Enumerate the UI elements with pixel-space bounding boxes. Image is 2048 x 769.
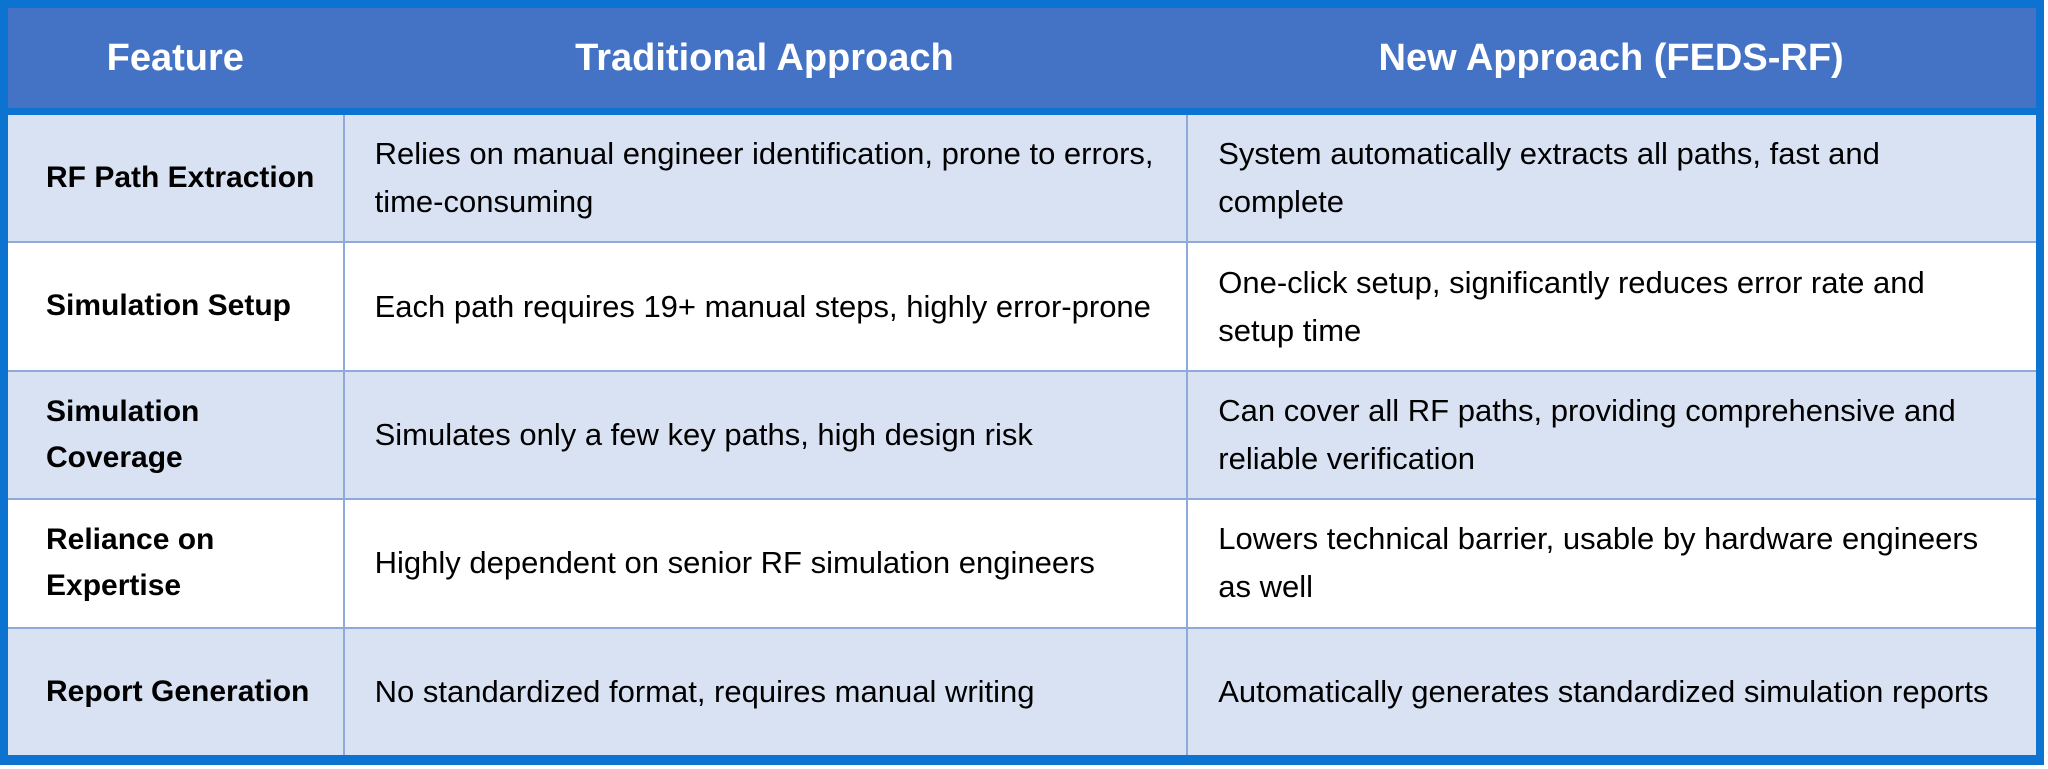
feature-label: Report Generation <box>46 674 310 708</box>
header-cell-new-approach: New Approach (FEDS-RF) <box>1186 8 2036 108</box>
table-row-rf-path-extraction: RF Path Extraction Relies on manual engi… <box>8 115 2036 242</box>
header-cell-feature: Feature <box>8 8 343 108</box>
table-row-simulation-setup: Simulation Setup Each path requires 19+ … <box>8 241 2036 370</box>
header-cell-traditional-approach: Traditional Approach <box>343 8 1187 108</box>
feature-cell: Reliance on Expertise <box>8 500 343 626</box>
table-header-row: Feature Traditional Approach New Approac… <box>8 8 2036 115</box>
traditional-cell: Highly dependent on senior RF simulation… <box>342 500 1187 627</box>
feature-label: Reliance on Expertise <box>46 522 215 603</box>
table-row-reliance-on-expertise: Reliance on Expertise Highly dependent o… <box>8 498 2036 627</box>
traditional-cell: No standardized format, requires manual … <box>342 628 1187 756</box>
traditional-text: Simulates only a few key paths, high des… <box>374 416 1033 452</box>
traditional-text: Each path requires 19+ manual steps, hig… <box>374 288 1151 324</box>
traditional-cell: Relies on manual engineer identification… <box>342 115 1187 242</box>
header-label-new-approach: New Approach (FEDS-RF) <box>1378 36 1844 79</box>
new-approach-cell: Lowers technical barrier, usable by hard… <box>1186 500 2036 627</box>
feature-cell: Simulation Coverage <box>8 372 343 498</box>
feature-cell: Simulation Setup <box>8 243 343 369</box>
traditional-cell: Simulates only a few key paths, high des… <box>342 371 1187 499</box>
new-approach-cell: Automatically generates standardized sim… <box>1186 628 2036 756</box>
table-row-report-generation: Report Generation No standardized format… <box>8 626 2036 756</box>
traditional-cell: Each path requires 19+ manual steps, hig… <box>342 243 1187 370</box>
feature-cell: RF Path Extraction <box>8 115 343 241</box>
traditional-text: Highly dependent on senior RF simulation… <box>374 545 1095 581</box>
table-row-simulation-coverage: Simulation Coverage Simulates only a few… <box>8 369 2036 499</box>
feature-label: Simulation Coverage <box>46 394 200 475</box>
new-approach-cell: One-click setup, significantly reduces e… <box>1186 243 2036 370</box>
feature-label: Simulation Setup <box>46 289 292 323</box>
new-approach-text: Lowers technical barrier, usable by hard… <box>1218 521 1979 605</box>
feature-cell: Report Generation <box>8 629 343 755</box>
traditional-text: Relies on manual engineer identification… <box>374 136 1154 220</box>
header-label-traditional-approach: Traditional Approach <box>575 36 954 79</box>
new-approach-cell: Can cover all RF paths, providing compre… <box>1186 371 2036 499</box>
traditional-text: No standardized format, requires manual … <box>374 673 1035 709</box>
new-approach-text: System automatically extracts all paths,… <box>1218 136 1880 220</box>
header-label-feature: Feature <box>106 36 244 79</box>
new-approach-text: One-click setup, significantly reduces e… <box>1218 264 1925 348</box>
table-body: RF Path Extraction Relies on manual engi… <box>8 115 2036 756</box>
feature-label: RF Path Extraction <box>46 160 315 194</box>
new-approach-text: Can cover all RF paths, providing compre… <box>1218 392 1956 477</box>
new-approach-text: Automatically generates standardized sim… <box>1218 673 1989 709</box>
new-approach-cell: System automatically extracts all paths,… <box>1186 115 2036 242</box>
